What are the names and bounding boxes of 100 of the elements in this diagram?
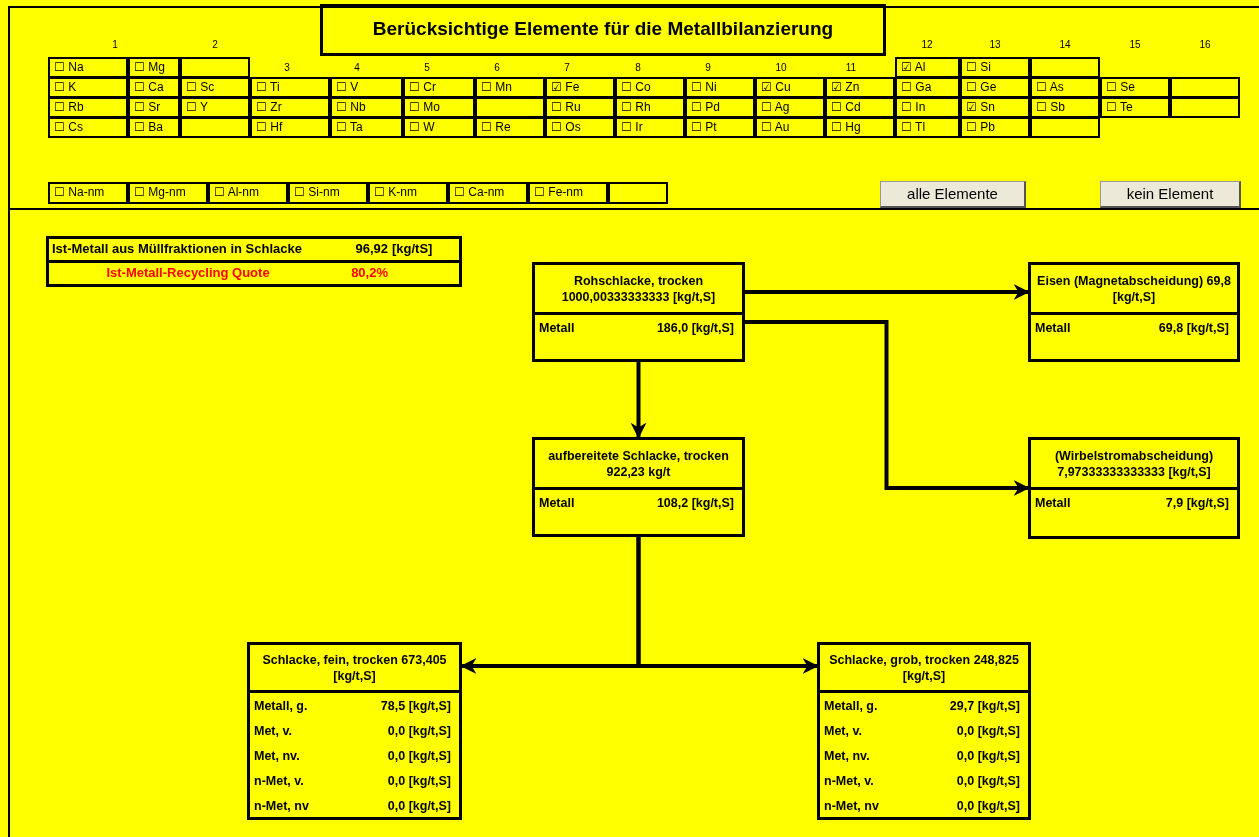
box-heading: aufbereitete Schlacke, trocken 922,23 kg/t	[535, 440, 742, 490]
element-checkbox: ☐ Nb	[330, 97, 403, 118]
row-label: Metall	[539, 320, 575, 335]
process-box	[817, 642, 1031, 820]
process-box	[1028, 262, 1240, 362]
element-checkbox: ☐ Al-nm	[208, 182, 288, 204]
element-checkbox: ☐ Cs	[48, 117, 128, 138]
arrow	[636, 537, 819, 674]
group-number: 12	[920, 38, 934, 52]
element-checkbox: ☐ Na	[48, 57, 128, 78]
group-number: 4	[353, 61, 361, 75]
element-checkbox: ☐ Cd	[825, 97, 895, 118]
element-checkbox: ☐ K-nm	[368, 182, 448, 204]
element-checkbox: ☐ Ca	[128, 77, 180, 98]
element-checkbox: ☐ Ge	[960, 77, 1030, 98]
element-checkbox: ☑ Zn	[825, 77, 895, 98]
element-checkbox: ☐ Ca-nm	[448, 182, 528, 204]
element-checkbox: ☐ Ti	[250, 77, 330, 98]
group-number: 1	[111, 38, 119, 52]
row-value: 0,0 [kg/t,S]	[387, 773, 451, 788]
row-label: Metall, g.	[254, 698, 308, 713]
process-box	[532, 262, 745, 362]
row-value: 0,0 [kg/t,S]	[387, 723, 451, 738]
element-checkbox: ☑ Al	[895, 57, 960, 78]
element-checkbox: ☐ Te	[1100, 97, 1170, 118]
element-checkbox: ☐ Ni	[685, 77, 755, 98]
row-label: Metall	[1035, 495, 1071, 510]
row-value: 0,0 [kg/t,S]	[956, 798, 1020, 813]
row-value: 0,0 [kg/t,S]	[387, 798, 451, 813]
row-label: Met, nv.	[824, 748, 870, 763]
element-checkbox: ☐ Na-nm	[48, 182, 128, 204]
button: kein Element	[1100, 181, 1241, 208]
element-checkbox: ☑ Cu	[755, 77, 825, 98]
row-label: n-Met, nv	[254, 798, 309, 813]
element-checkbox: ☐ V	[330, 77, 403, 98]
arrow	[630, 362, 647, 439]
element-checkbox: ☐ Pb	[960, 117, 1030, 138]
summary-text: Ist-Metall-Recycling Quote	[105, 264, 271, 282]
element-checkbox: ☐ Mg	[128, 57, 180, 78]
element-checkbox: ☐ In	[895, 97, 960, 118]
element-checkbox: ☐ Hf	[250, 117, 330, 138]
element-checkbox: ☑ Sn	[960, 97, 1030, 118]
element-checkbox: ☐ Rh	[615, 97, 685, 118]
row-value: 0,0 [kg/t,S]	[956, 773, 1020, 788]
element-checkbox: ☐ Pt	[685, 117, 755, 138]
element-checkbox: ☐ Mn	[475, 77, 545, 98]
element-checkbox: ☐ As	[1030, 77, 1100, 98]
element-checkbox: ☐ Re	[475, 117, 545, 138]
element-checkbox: ☐ Si	[960, 57, 1030, 78]
element-checkbox: ☐ Ru	[545, 97, 615, 118]
box-heading: Schlacke, fein, trocken 673,405 [kg/t,S]	[250, 645, 459, 693]
group-number: 11	[844, 61, 858, 75]
row-value: 0,0 [kg/t,S]	[956, 723, 1020, 738]
box-heading: Eisen (Magnetabscheidung) 69,8 [kg/t,S]	[1031, 265, 1237, 315]
row-label: n-Met, nv	[824, 798, 879, 813]
element-checkbox: ☐ Pd	[685, 97, 755, 118]
summary-text: Ist-Metall aus Müllfraktionen in Schlacke	[52, 240, 303, 258]
element-checkbox: ☑ Fe	[545, 77, 615, 98]
group-number: 5	[423, 61, 431, 75]
element-checkbox: ☐ Sb	[1030, 97, 1100, 118]
group-number: 7	[563, 61, 571, 75]
summary-text: [kg/tS]	[392, 240, 434, 258]
row-label: Met, v.	[254, 723, 292, 738]
group-number: 2	[211, 38, 219, 52]
element-checkbox: ☐ Sr	[128, 97, 180, 118]
element-checkbox: ☐ Ir	[615, 117, 685, 138]
element-checkbox: ☐ Y	[180, 97, 250, 118]
row-label: n-Met, v.	[824, 773, 874, 788]
row-value: 0,0 [kg/t,S]	[387, 748, 451, 763]
element-checkbox: ☐ Mg-nm	[128, 182, 208, 204]
group-number: 13	[988, 38, 1002, 52]
arrow	[745, 320, 1030, 496]
process-box	[247, 642, 462, 820]
process-box	[532, 437, 745, 537]
row-value: 186,0 [kg/t,S]	[656, 320, 734, 335]
element-checkbox: ☐ Hg	[825, 117, 895, 138]
element-checkbox: ☐ Ta	[330, 117, 403, 138]
element-checkbox: ☐ K	[48, 77, 128, 98]
element-checkbox: ☐ Fe-nm	[528, 182, 608, 204]
group-number: 6	[493, 61, 501, 75]
row-label: Met, v.	[824, 723, 862, 738]
element-checkbox: ☐ Si-nm	[288, 182, 368, 204]
row-value: 29,7 [kg/t,S]	[949, 698, 1020, 713]
element-checkbox: ☐ Zr	[250, 97, 330, 118]
element-checkbox: ☐ Ag	[755, 97, 825, 118]
group-number: 10	[774, 61, 788, 75]
row-label: Metall	[539, 495, 575, 510]
element-checkbox: ☐ Ga	[895, 77, 960, 98]
group-number: 9	[704, 61, 712, 75]
element-checkbox: ☐ Mo	[403, 97, 475, 118]
row-value: 69,8 [kg/t,S]	[1158, 320, 1229, 335]
process-box	[1028, 437, 1240, 539]
group-number: 15	[1128, 38, 1142, 52]
element-checkbox: ☐ Sc	[180, 77, 250, 98]
element-checkbox: ☐ Au	[755, 117, 825, 138]
row-label: n-Met, v.	[254, 773, 304, 788]
box-heading: Rohschlacke, trocken 1000,00333333333 [kg/t,S]	[535, 265, 742, 315]
row-value: 0,0 [kg/t,S]	[956, 748, 1020, 763]
summary-text: 96,92	[354, 240, 388, 258]
element-checkbox: ☐ Se	[1100, 77, 1170, 98]
